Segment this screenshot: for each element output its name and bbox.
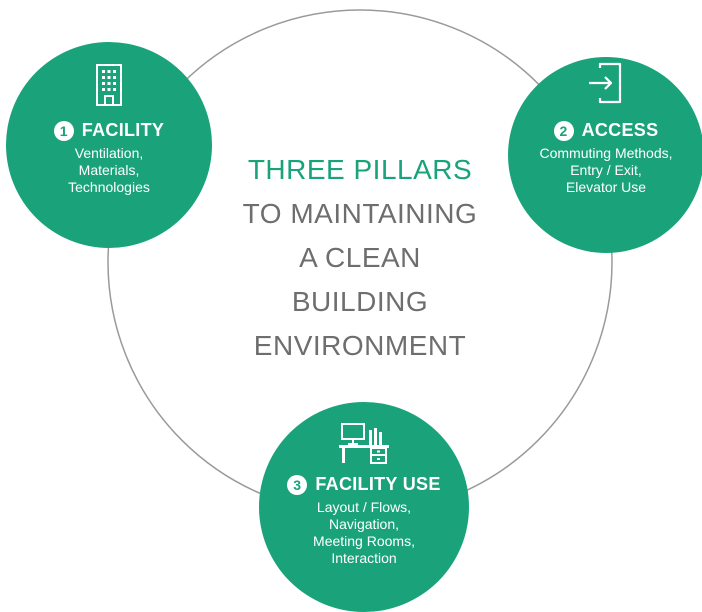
pillar-number-badge: 1 — [53, 120, 74, 141]
building-icon — [96, 64, 122, 106]
pillar-detail: Interaction — [331, 550, 397, 566]
title-line-1: TO MAINTAINING — [242, 198, 478, 229]
pillar-details: Commuting Methods, Entry / Exit, Elevato… — [508, 145, 702, 196]
pillar-detail: Layout / Flows, — [316, 499, 412, 515]
pillar-access: 2 ACCESS Commuting Methods, Entry / Exit… — [508, 57, 702, 253]
pillar-label: FACILITY — [81, 120, 165, 140]
title-line-3: BUILDING — [291, 286, 429, 317]
office-desk-icon — [339, 423, 389, 464]
pillar-detail: Elevator Use — [565, 179, 647, 195]
pillar-detail: Technologies — [68, 179, 150, 195]
pillar-details: Layout / Flows, Navigation, Meeting Room… — [259, 499, 469, 567]
pillar-detail: Ventilation, — [74, 145, 144, 161]
pillar-heading: 1 FACILITY — [6, 120, 212, 141]
pillar-detail: Commuting Methods, — [539, 145, 673, 161]
title-accent-line: THREE PILLARS — [247, 154, 473, 185]
center-title: THREE PILLARS TO MAINTAINING A CLEAN BUI… — [200, 148, 520, 368]
pillar-details: Ventilation, Materials, Technologies — [6, 145, 212, 196]
pillar-detail: Navigation, — [328, 516, 400, 532]
pillar-facility: 1 FACILITY Ventilation, Materials, Techn… — [6, 42, 212, 248]
pillar-detail: Meeting Rooms, — [313, 533, 415, 549]
pillar-number-badge: 3 — [287, 474, 308, 495]
title-line-2: A CLEAN — [299, 242, 421, 273]
pillar-label: ACCESS — [581, 120, 659, 140]
pillar-heading: 2 ACCESS — [508, 120, 702, 141]
entry-door-icon — [589, 62, 622, 104]
title-line-4: ENVIRONMENT — [253, 330, 467, 361]
pillar-facility-use: 3 FACILITY USE Layout / Flows, Navigatio… — [259, 402, 469, 612]
pillar-number-badge: 2 — [553, 120, 574, 141]
pillar-detail: Entry / Exit, — [570, 162, 642, 178]
pillar-detail: Materials, — [78, 162, 140, 178]
pillar-heading: 3 FACILITY USE — [259, 474, 469, 495]
pillar-label: FACILITY USE — [315, 474, 441, 494]
